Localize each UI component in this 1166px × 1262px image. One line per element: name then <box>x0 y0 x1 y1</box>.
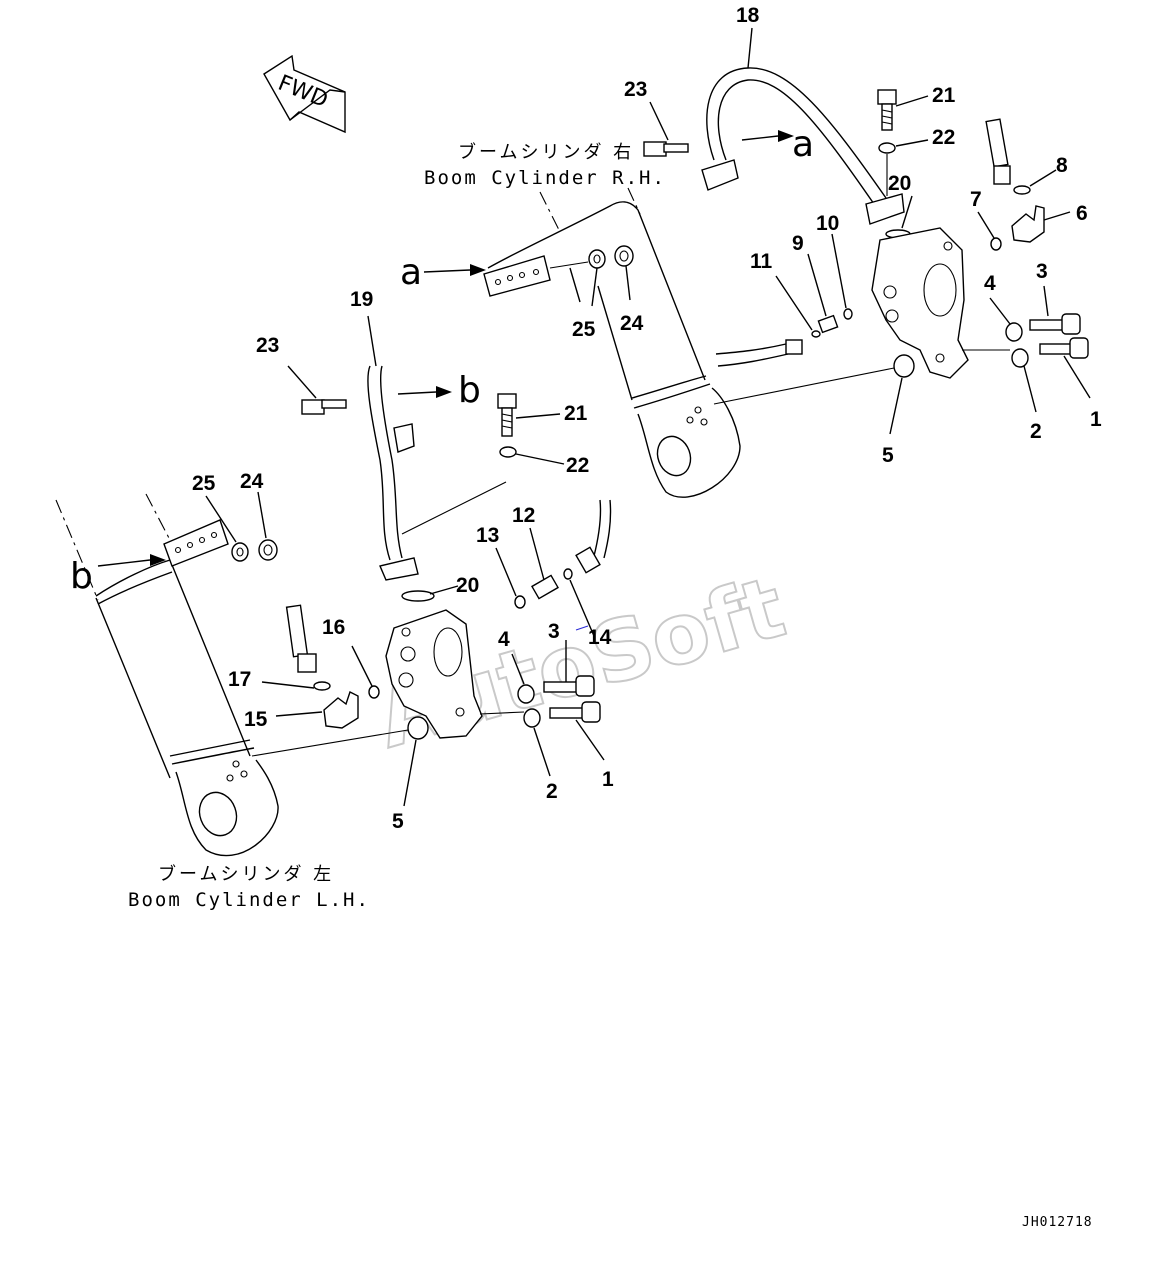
valve-block-lh <box>385 609 483 739</box>
callout-rh-2: 2 <box>1030 420 1042 443</box>
o-ring-11-rh <box>811 330 821 338</box>
callout-lh-24: 24 <box>240 470 264 493</box>
callout-rh-23: 23 <box>624 78 647 101</box>
callout-rh-4: 4 <box>984 272 996 295</box>
callout-rh-3: 3 <box>1036 260 1048 283</box>
nut-24-lh <box>258 539 278 561</box>
hose-14-lh <box>575 499 612 574</box>
o-ring-8-rh <box>1013 185 1031 195</box>
o-ring-17-lh <box>313 681 331 691</box>
callout-lh-5: 5 <box>392 810 404 833</box>
bolt-21-rh <box>877 89 897 131</box>
o-ring-7-rh <box>990 237 1002 251</box>
plug-5-rh <box>893 354 915 378</box>
washer-22-rh <box>878 142 896 154</box>
washer-2-rh <box>1011 348 1029 368</box>
washer-22-lh <box>499 446 517 458</box>
callout-lh-1: 1 <box>602 768 614 791</box>
bolt-3-rh <box>1029 313 1081 335</box>
callout-rh-7: 7 <box>970 188 982 211</box>
ref-a-rh-bracket: a <box>400 252 422 293</box>
elbow-6-rh <box>1011 205 1045 243</box>
callout-lh-23: 23 <box>256 334 279 357</box>
callout-rh-20: 20 <box>888 172 911 195</box>
callout-lh-21: 21 <box>564 402 588 425</box>
fitting-12-lh <box>531 574 559 600</box>
bolt-1-rh <box>1039 337 1089 359</box>
ref-a-rh-pipe: a <box>792 124 814 165</box>
tube-18 <box>701 67 905 225</box>
ref-b-lh-pipe: b <box>458 370 481 411</box>
caption-rh-en: Boom Cylinder R.H. <box>424 167 666 189</box>
nipple-17-lh <box>285 604 317 673</box>
washer-25-rh <box>588 249 606 269</box>
ref-b-lh-bracket: b <box>70 556 93 597</box>
callout-rh-18: 18 <box>736 4 760 27</box>
callout-lh-17: 17 <box>228 668 251 691</box>
bolt-3-lh <box>543 675 595 697</box>
callout-lh-14: 14 <box>588 626 612 649</box>
callout-lh-4: 4 <box>498 628 510 651</box>
hose-11-rh <box>715 339 803 367</box>
drawing-code: JH012718 <box>1022 1215 1093 1230</box>
callout-lh-22: 22 <box>566 454 589 477</box>
callout-rh-5: 5 <box>882 444 894 467</box>
callout-rh-11: 11 <box>750 250 773 273</box>
callout-lh-2: 2 <box>546 780 558 803</box>
callout-rh-1: 1 <box>1090 408 1102 431</box>
callout-lh-25: 25 <box>192 472 216 495</box>
callout-rh-24: 24 <box>620 312 644 335</box>
plug-5-lh <box>407 716 429 740</box>
plug-23-lh <box>301 399 347 415</box>
callout-rh-10: 10 <box>816 212 839 235</box>
bolt-1-lh <box>549 701 601 723</box>
callout-lh-19: 19 <box>350 288 373 311</box>
callout-lh-20: 20 <box>456 574 479 597</box>
valve-block-rh <box>871 227 969 379</box>
boom-cylinder-rh <box>487 187 741 498</box>
bracket-rh <box>483 255 551 297</box>
caption-lh-jp: ブームシリンダ 左 <box>158 863 334 885</box>
tube-19 <box>367 365 419 581</box>
callout-rh-22: 22 <box>932 126 955 149</box>
nipple-8-rh <box>985 118 1011 185</box>
o-ring-13-lh <box>514 595 526 609</box>
callout-rh-21: 21 <box>932 84 956 107</box>
callout-rh-8: 8 <box>1056 154 1068 177</box>
callout-lh-16: 16 <box>322 616 345 639</box>
fitting-9-rh <box>817 314 839 334</box>
bolt-21-lh <box>497 393 517 437</box>
callout-rh-9: 9 <box>792 232 804 255</box>
washer-25-lh <box>231 542 249 562</box>
fwd-arrow-icon: FWD <box>263 54 346 134</box>
washer-4-rh <box>1005 322 1023 342</box>
o-ring-10-rh <box>843 308 853 320</box>
washer-4-lh <box>517 684 535 704</box>
o-ring-20-lh <box>401 590 435 602</box>
callout-lh-15: 15 <box>244 708 268 731</box>
callout-lh-13: 13 <box>476 524 499 547</box>
elbow-15-lh <box>323 691 359 729</box>
washer-2-lh <box>523 708 541 728</box>
o-ring-14-lh <box>563 568 573 580</box>
callout-lh-12: 12 <box>512 504 535 527</box>
callout-rh-6: 6 <box>1076 202 1088 225</box>
nut-24-rh <box>614 245 634 267</box>
callout-rh-25: 25 <box>572 318 596 341</box>
caption-lh-en: Boom Cylinder L.H. <box>128 889 370 911</box>
bracket-lh <box>163 519 229 567</box>
callout-lh-3: 3 <box>548 620 560 643</box>
boom-cylinder-lh <box>55 493 279 857</box>
o-ring-16-lh <box>368 685 380 699</box>
caption-rh-jp: ブームシリンダ 右 <box>458 141 634 163</box>
plug-23-rh <box>643 141 689 157</box>
